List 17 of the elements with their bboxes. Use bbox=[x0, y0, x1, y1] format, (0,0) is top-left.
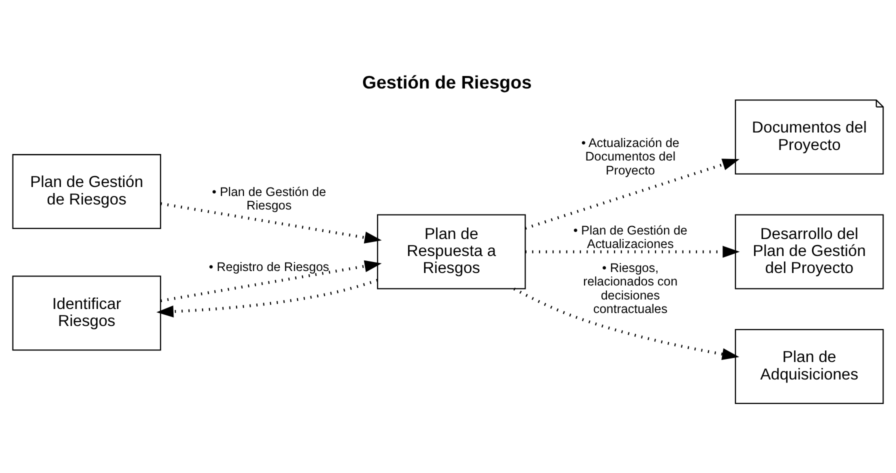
arrow bbox=[160, 260, 382, 302]
arrow bbox=[160, 202, 382, 243]
node-box: Plan de Respuesta a Riesgos bbox=[376, 214, 526, 289]
edge-label: • Riesgos, relacionados con decisiones contractuales bbox=[583, 260, 678, 316]
edge-label: • Registro de Riesgos bbox=[208, 259, 330, 274]
node-box: Desarrollo del Plan de Gestión del Proyecto bbox=[734, 214, 884, 289]
arrow bbox=[525, 245, 740, 258]
edge-label: • Actualización de Documentos del Proyecto bbox=[581, 136, 680, 177]
edge-label: • Plan de Gestión de Actualizaciones bbox=[573, 223, 688, 251]
node-box: Plan de Adquisiciones bbox=[734, 328, 884, 404]
node-box: Plan de Gestión de Riesgos bbox=[12, 154, 162, 229]
arrow bbox=[156, 278, 378, 317]
arrow bbox=[524, 158, 740, 230]
node-box: Identificar Riesgos bbox=[12, 275, 162, 350]
diagram-title: Gestión de Riesgos bbox=[362, 72, 532, 92]
edge-label: • Plan de Gestión de Riesgos bbox=[212, 184, 326, 212]
arrow bbox=[513, 287, 740, 360]
